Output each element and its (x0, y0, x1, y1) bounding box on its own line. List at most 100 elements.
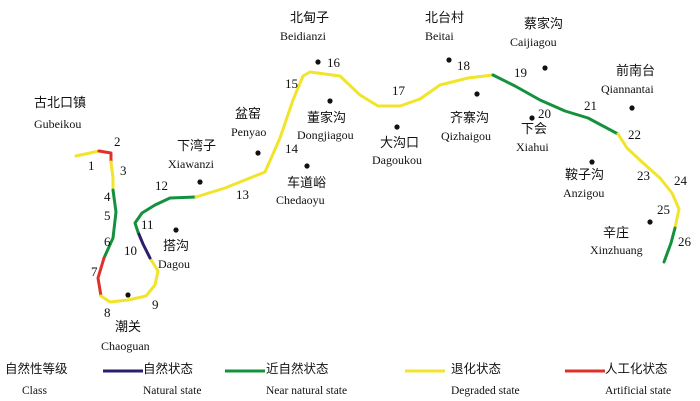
village-dot (315, 59, 321, 65)
section-number: 24 (674, 173, 688, 188)
legend-label-en: Near natural state (266, 385, 347, 397)
village-label-en: Qizhaigou (441, 129, 491, 143)
village-dot (304, 163, 310, 169)
village-dot (327, 98, 333, 104)
village-label-zh: 前南台 (616, 63, 655, 79)
legend-title-en: Class (22, 385, 47, 397)
river-segment-degraded (616, 132, 681, 230)
legend-label-en: Natural state (143, 385, 201, 397)
village-dot (125, 292, 131, 298)
village-label-en: Dagoukou (372, 153, 422, 167)
village-label-zh: 下会 (521, 122, 547, 137)
river-segment-near-natural (491, 73, 620, 136)
river-segment-near-natural (133, 195, 198, 234)
village-label-zh: 古北口镇 (34, 96, 86, 111)
village-label-en: Xiahui (516, 140, 549, 154)
village-dot (529, 115, 535, 121)
village-dot (474, 91, 480, 97)
section-number: 21 (584, 98, 597, 113)
village-label-en: Chedaoyu (276, 193, 325, 207)
section-number: 18 (457, 58, 470, 73)
village-label-en: Qiannantai (601, 82, 654, 96)
river-segment-natural (136, 230, 152, 260)
river-segment-degraded (109, 160, 115, 192)
section-number: 20 (538, 106, 551, 121)
river-segment-degraded (99, 256, 160, 304)
village-label-zh: 鞍子沟 (565, 167, 604, 183)
river-course (74, 70, 681, 304)
section-number: 3 (120, 163, 127, 178)
river-segment-degraded (194, 70, 495, 199)
section-number: 15 (285, 76, 298, 91)
section-number: 22 (628, 127, 641, 142)
village-label-zh: 车道峪 (287, 175, 326, 191)
section-number: 7 (91, 264, 98, 279)
section-number: 6 (104, 234, 111, 249)
river-segment-artificial (97, 149, 113, 164)
section-number: 10 (124, 243, 137, 258)
section-number: 16 (327, 55, 341, 70)
section-number: 23 (637, 168, 650, 183)
village-label-zh: 北台村 (425, 11, 464, 26)
village-label-zh: 齐寨沟 (450, 110, 489, 126)
section-number: 9 (152, 297, 159, 312)
village-dot (542, 65, 548, 71)
section-number: 1 (88, 158, 95, 173)
village-label-zh: 潮关 (115, 320, 141, 335)
village-label-zh: 北甸子 (290, 11, 329, 26)
village-dot (173, 227, 179, 233)
village-dot (629, 105, 635, 111)
village-dot (255, 150, 261, 156)
village-dots (125, 57, 653, 298)
village-label-zh: 蔡家沟 (524, 16, 563, 32)
section-number: 17 (392, 83, 406, 98)
section-number: 13 (236, 187, 249, 202)
river-segment-near-natural (662, 226, 677, 264)
village-label-en: Chaoguan (101, 339, 150, 353)
legend-label-zh: 近自然状态 (266, 361, 329, 376)
legend: 自然性等级 Class 自然状态 Natural state 近自然状态 Nea… (5, 361, 671, 397)
village-label-en: Xiawanzi (168, 157, 215, 171)
village-label-en: Gubeikou (34, 117, 81, 131)
village-label-en: Xinzhuang (590, 243, 643, 257)
village-label-en: Anzigou (563, 186, 604, 200)
legend-label-en: Degraded state (451, 385, 520, 397)
legend-label-zh: 退化状态 (451, 361, 501, 376)
village-label-zh: 盆窑 (235, 106, 261, 122)
village-label-zh: 下湾子 (177, 138, 216, 154)
section-number: 26 (678, 234, 692, 249)
section-number: 8 (104, 305, 111, 320)
river-segment-artificial (96, 256, 106, 298)
legend-label-en: Artificial state (605, 385, 671, 397)
section-number: 12 (155, 178, 168, 193)
village-label-en: Beidianzi (280, 29, 327, 43)
village-dot (446, 57, 452, 63)
section-number: 25 (657, 202, 670, 217)
section-number: 5 (104, 208, 111, 223)
village-label-en: Dagou (158, 257, 190, 271)
river-segment-degraded (74, 149, 101, 158)
river-segment-near-natural (102, 188, 118, 260)
section-number: 2 (114, 134, 121, 149)
village-label-zh: 辛庄 (603, 225, 629, 241)
village-dot (197, 179, 203, 185)
section-numbers: 1 2 3 4 5 6 7 8 9 10 11 12 13 14 15 16 1… (88, 55, 692, 320)
section-number: 4 (104, 189, 111, 204)
legend-label-zh: 自然状态 (143, 361, 193, 376)
village-dot (589, 159, 595, 165)
legend-title-zh: 自然性等级 (5, 361, 68, 376)
village-dot (394, 124, 400, 130)
village-labels: 古北口镇 Gubeikou 潮关 Chaoguan 搭沟 Dagou 下湾子 X… (34, 11, 655, 353)
village-label-en: Penyao (231, 125, 266, 139)
village-label-en: Caijiagou (510, 35, 557, 49)
section-number: 11 (141, 217, 154, 232)
section-number: 19 (514, 65, 527, 80)
village-label-en: Beitai (425, 29, 454, 43)
village-label-zh: 大沟口 (380, 136, 419, 151)
village-label-en: Dongjiagou (297, 128, 354, 142)
village-label-zh: 董家沟 (307, 110, 346, 126)
village-dot (647, 219, 653, 225)
section-number: 14 (285, 141, 299, 156)
village-label-zh: 搭沟 (163, 238, 189, 254)
